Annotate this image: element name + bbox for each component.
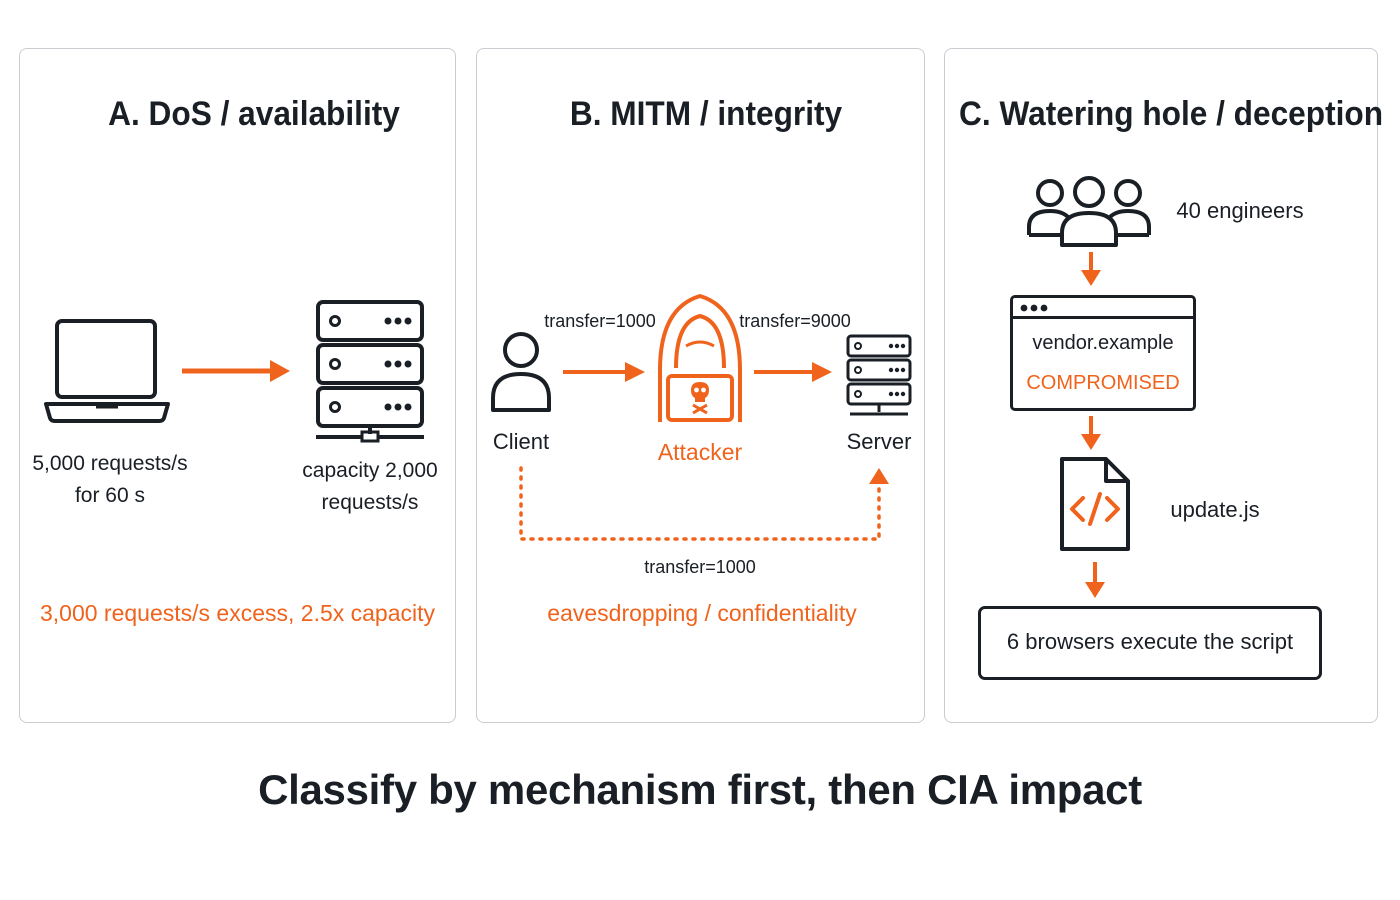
client-user-icon [491, 332, 551, 412]
window-dots-icon [1020, 304, 1048, 312]
attacker-label: Attacker [657, 439, 743, 465]
transfer-direct-label: transfer=1000 [644, 557, 756, 577]
request-rate-label: 5,000 requests/s for 60 s [19, 448, 201, 512]
file-name-label: update.js [1170, 497, 1260, 522]
dotted-direct-path [519, 466, 889, 541]
laptop-icon [44, 319, 170, 423]
arrow-site-to-file [1081, 416, 1101, 450]
server-capacity-label: capacity 2,000 requests/s [290, 455, 450, 519]
server-rack-icon [316, 300, 424, 443]
engineers-group-icon [1027, 176, 1151, 247]
panel-dos [19, 48, 456, 723]
panel-c-title: C. Watering hole / deception [959, 95, 1384, 133]
panel-b-title: B. MITM / integrity [569, 95, 843, 133]
transfer-attacker-server-label: transfer=9000 [739, 311, 851, 331]
engineers-count: 40 engineers [1176, 198, 1304, 223]
arrow-file-to-outcome [1085, 562, 1105, 598]
arrow-client-to-attacker [563, 362, 645, 382]
panel-a-title: A. DoS / availability [108, 95, 400, 133]
code-file-icon [1060, 457, 1130, 551]
outcome-box: 6 browsers execute the script [978, 606, 1322, 680]
server-label: Server [846, 429, 912, 454]
arrow-laptop-to-server [182, 360, 290, 382]
transfer-client-attacker-label: transfer=1000 [544, 311, 656, 331]
hooded-attacker-icon [658, 294, 742, 422]
request-rate-line2: for 60 s [74, 484, 146, 507]
server-capacity-line1: capacity 2,000 [302, 459, 438, 482]
server-capacity-line2: requests/s [321, 491, 419, 514]
footer-caption: Classify by mechanism first, then CIA im… [258, 766, 1142, 813]
compromised-badge: COMPROMISED [1026, 372, 1180, 394]
server-icon [846, 334, 912, 416]
mitm-result-text: eavesdropping / confidentiality [547, 600, 857, 626]
arrow-attacker-to-server [754, 362, 832, 382]
dos-result-text: 3,000 requests/s excess, 2.5x capacity [39, 600, 436, 626]
request-rate-line1: 5,000 requests/s [32, 452, 188, 475]
client-label: Client [492, 429, 550, 454]
outcome-text: 6 browsers execute the script [1006, 629, 1294, 654]
site-domain: vendor.example [1032, 332, 1174, 354]
arrow-engineers-to-site [1081, 252, 1101, 286]
browser-window: vendor.example COMPROMISED [1010, 295, 1196, 411]
